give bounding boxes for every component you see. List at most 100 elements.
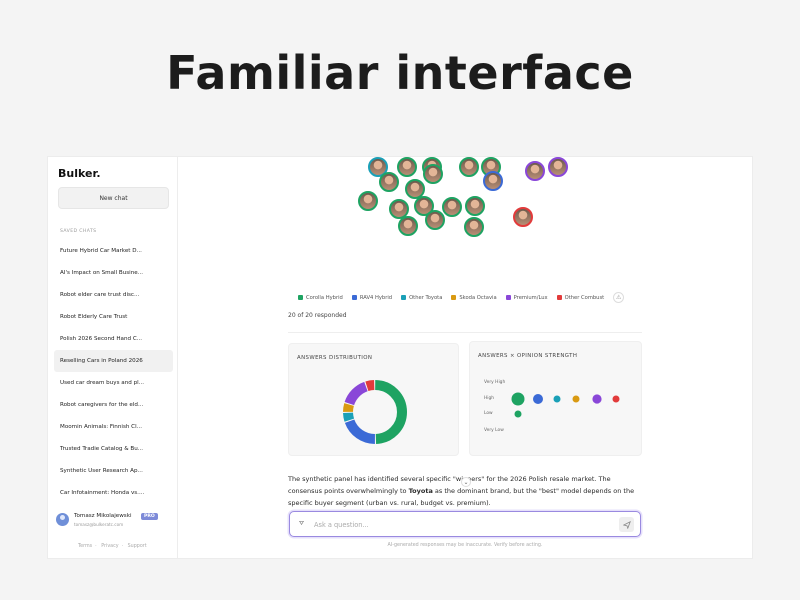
panelist-avatar[interactable] [525, 161, 545, 181]
send-button[interactable] [619, 517, 634, 532]
y-tick-label: High [484, 396, 495, 401]
legend-label: Premium/Lux [513, 294, 548, 301]
user-profile[interactable]: Tomasz Mikolajewski PRO tomasz@bulkeratc… [56, 510, 174, 530]
ask-input[interactable] [314, 518, 614, 531]
hero-title: Familiar interface [166, 46, 634, 100]
legend-items: Corolla Hybrid RAV4 Hybrid Other Toyota Sko… [298, 295, 613, 301]
legend-swatch [298, 295, 303, 300]
warning-triangle-icon[interactable]: ⚠ [613, 292, 625, 303]
saved-chat-item[interactable]: Trusted Tradie Catalog & Bu... [60, 446, 144, 452]
divider [288, 332, 642, 333]
saved-chat-item[interactable]: Robot Elderly Care Trust [60, 314, 128, 320]
app-window: Bulker. New chat SAVED CHATS Future Hybr… [48, 157, 752, 558]
user-name: Tomasz Mikolajewski [74, 513, 132, 519]
saved-chat-item[interactable]: Future Hybrid Car Market D... [60, 248, 142, 254]
answer-bold: Toyota [408, 487, 433, 495]
y-tick-label: Low [484, 411, 493, 416]
panelist-avatar[interactable] [548, 157, 568, 177]
opinion-bubble[interactable] [553, 395, 561, 403]
panelist-avatar[interactable] [398, 216, 418, 236]
saved-chat-item[interactable]: Polish 2026 Second Hand C... [60, 336, 143, 342]
panelist-avatar[interactable] [405, 179, 425, 199]
opinion-bubble-chart [511, 392, 620, 418]
panelist-avatar[interactable] [379, 172, 399, 192]
legend-swatch [401, 295, 407, 300]
answers-distribution-card: ANSWERS DISTRIBUTION [288, 343, 459, 456]
saved-chat-item[interactable]: Reselling Cars in Poland 2026 [54, 350, 173, 372]
panelist-avatar[interactable] [425, 210, 445, 230]
saved-chat-item[interactable]: Synthetic User Research Ap... [60, 468, 143, 474]
answer-part1: The synthetic panel has identified sever… [288, 475, 611, 495]
legend-swatch [351, 295, 357, 300]
panelist-avatar[interactable] [368, 157, 388, 177]
panelist-avatar[interactable] [389, 199, 409, 219]
responded-count: 20 of 20 responded [288, 312, 347, 319]
main-panel: Corolla Hybrid RAV4 Hybrid Other Toyota Sko… [178, 157, 752, 558]
logo: Bulker. [58, 167, 101, 180]
send-icon [622, 520, 631, 529]
legend-label: Skoda Octavia [459, 294, 497, 301]
opinion-title: ANSWERS × OPINION STRENGTH [478, 353, 578, 359]
legend: Corolla Hybrid RAV4 Hybrid Other Toyota Sko… [298, 292, 625, 303]
sidebar: Bulker. New chat SAVED CHATS Future Hybr… [48, 157, 178, 558]
new-chat-button[interactable]: New chat [58, 187, 169, 209]
opinion-bubble[interactable] [612, 395, 620, 403]
panel-avatars [178, 157, 752, 247]
legend-item[interactable]: RAV4 Hybrid [351, 294, 393, 301]
panelist-avatar[interactable] [423, 164, 443, 184]
legend-item[interactable]: Premium/Lux [505, 294, 548, 301]
panelist-avatar[interactable] [464, 217, 484, 237]
legend-item[interactable]: Skoda Octavia [451, 294, 497, 301]
panelist-avatar[interactable] [459, 157, 479, 177]
legend-item[interactable]: Other Combust [556, 294, 605, 301]
panelist-avatar[interactable] [513, 207, 533, 227]
legend-label: Other Combust [564, 294, 605, 301]
ask-bar: ⛛ [289, 511, 641, 537]
opinion-bubble[interactable] [592, 394, 602, 404]
answer-text: The synthetic panel has identified sever… [288, 473, 644, 509]
terms-link[interactable]: Terms [78, 544, 93, 549]
panelist-avatar[interactable] [414, 196, 434, 216]
opinion-bubble[interactable] [511, 392, 525, 406]
legend-label: Corolla Hybrid [306, 294, 343, 301]
privacy-link[interactable]: Privacy [101, 544, 119, 549]
y-tick-label: Very Low [484, 428, 504, 433]
opinion-bubble[interactable] [572, 395, 580, 403]
chevron-down-icon[interactable]: ⌄ [461, 477, 471, 487]
legend-swatch [451, 295, 457, 300]
legend-swatch [505, 295, 511, 300]
saved-chat-item[interactable]: Used car dream buys and pl... [60, 380, 145, 386]
legend-item[interactable]: Corolla Hybrid [298, 295, 343, 301]
saved-chats-list: Future Hybrid Car Market D... AI's Impact… [54, 240, 173, 504]
opinion-bubble[interactable] [514, 410, 522, 418]
legend-item[interactable]: Other Toyota [401, 295, 442, 301]
legend-label: RAV4 Hybrid [359, 294, 393, 301]
support-link[interactable]: Support [127, 544, 147, 549]
user-avatar-icon [56, 513, 69, 526]
user-email: tomasz@bulkeratc.com [74, 522, 124, 527]
saved-chat-item[interactable]: Robot elder care trust disc... [60, 292, 140, 298]
panelist-avatar[interactable] [397, 157, 417, 177]
panelist-avatar[interactable] [358, 191, 378, 211]
y-tick-label: Very High [484, 380, 506, 385]
answer-part2: as the dominant brand, but the "best" mo… [288, 487, 635, 507]
opinion-bubble[interactable] [533, 394, 543, 404]
legend-label: Other Toyota [409, 294, 443, 301]
panelist-avatar[interactable] [442, 197, 462, 217]
filter-icon[interactable]: ⛛ [299, 520, 305, 527]
footer-links: Terms· Privacy· Support [78, 544, 147, 549]
distribution-donut-chart [343, 380, 407, 444]
disclaimer: AI-generated responses may be inaccurate… [387, 543, 543, 548]
panelist-avatar[interactable] [483, 171, 503, 191]
saved-chats-heading: SAVED CHATS [60, 229, 97, 234]
saved-chat-item[interactable]: Car Infotainment: Honda vs.... [60, 490, 145, 496]
distribution-title: ANSWERS DISTRIBUTION [297, 355, 373, 361]
saved-chat-item[interactable]: Moomin Animals: Finnish Cl... [60, 424, 142, 430]
pro-badge: PRO [141, 513, 158, 520]
donut-slice[interactable] [343, 380, 407, 444]
saved-chat-item[interactable]: AI's Impact on Small Busine... [60, 270, 144, 276]
saved-chat-item[interactable]: Robot caregivers for the eld... [60, 402, 144, 408]
panelist-avatar[interactable] [465, 196, 485, 216]
legend-swatch [556, 295, 562, 300]
